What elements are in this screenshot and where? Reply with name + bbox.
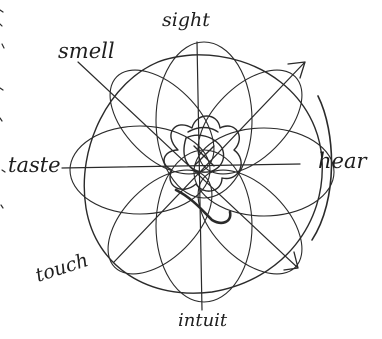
- label-touch: touch: [33, 249, 91, 287]
- label-sight: sight: [162, 9, 210, 31]
- page-edge-marks: [0, 10, 5, 208]
- label-hear: hear: [318, 149, 368, 173]
- label-taste: taste: [8, 153, 61, 177]
- horizontal-axis: [62, 164, 300, 168]
- label-intuit: intuit: [178, 310, 228, 331]
- label-smell: smell: [58, 39, 115, 63]
